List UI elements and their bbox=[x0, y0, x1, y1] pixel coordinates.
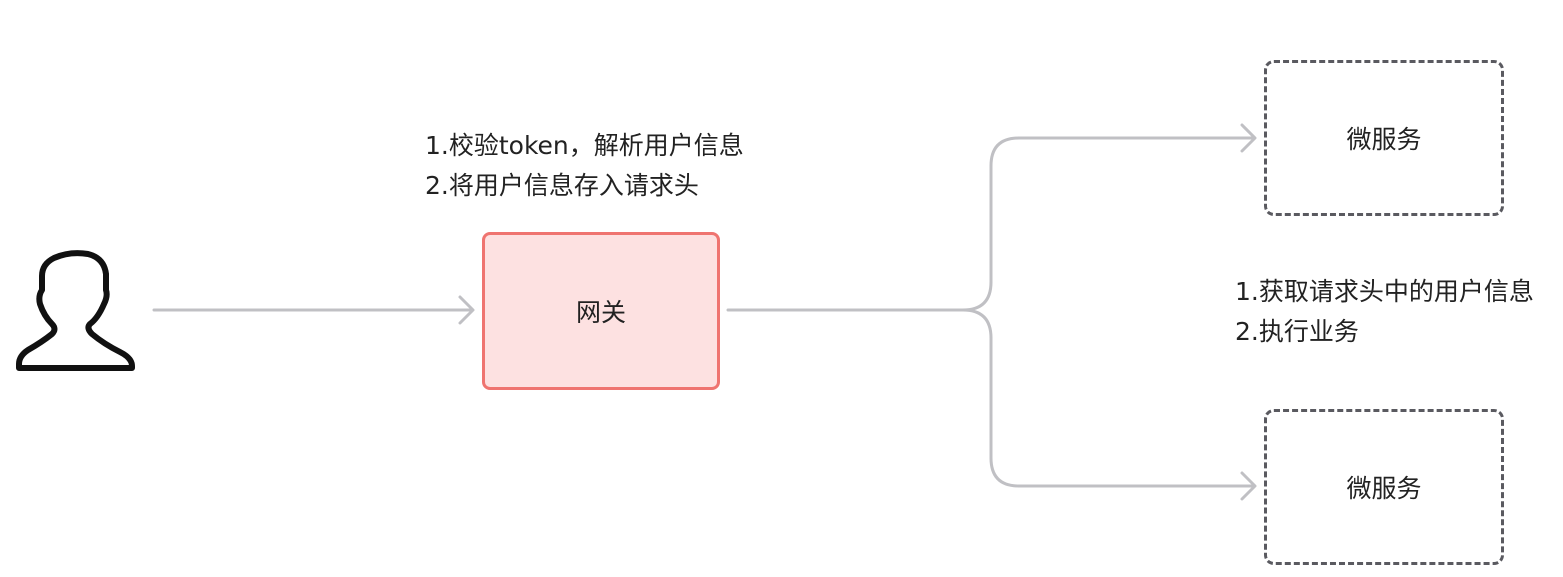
gateway-note: 1.校验token，解析用户信息 2.将用户信息存入请求头 bbox=[425, 126, 744, 206]
microservice-node-bottom: 微服务 bbox=[1264, 409, 1504, 565]
microservice-label-top: 微服务 bbox=[1346, 125, 1422, 154]
arrow-branch-to-service-bottom bbox=[961, 308, 1256, 488]
gateway-note-line-1: 1.校验token，解析用户信息 bbox=[425, 131, 744, 160]
arrowhead-service-top bbox=[1240, 123, 1257, 153]
microservice-note: 1.获取请求头中的用户信息 2.执行业务 bbox=[1235, 272, 1534, 352]
gateway-node: 网关 bbox=[482, 232, 720, 390]
microservice-note-line-1: 1.获取请求头中的用户信息 bbox=[1235, 277, 1534, 306]
arrow-branch-to-service-top bbox=[961, 136, 1256, 312]
arrowhead-gateway bbox=[458, 295, 475, 325]
user-icon bbox=[16, 250, 135, 371]
gateway-label: 网关 bbox=[575, 298, 626, 327]
arrowhead-service-bottom bbox=[1240, 471, 1257, 501]
gateway-note-line-2: 2.将用户信息存入请求头 bbox=[425, 171, 699, 200]
microservice-node-top: 微服务 bbox=[1264, 60, 1504, 216]
microservice-label-bottom: 微服务 bbox=[1346, 474, 1422, 503]
microservice-note-line-2: 2.执行业务 bbox=[1235, 317, 1359, 346]
